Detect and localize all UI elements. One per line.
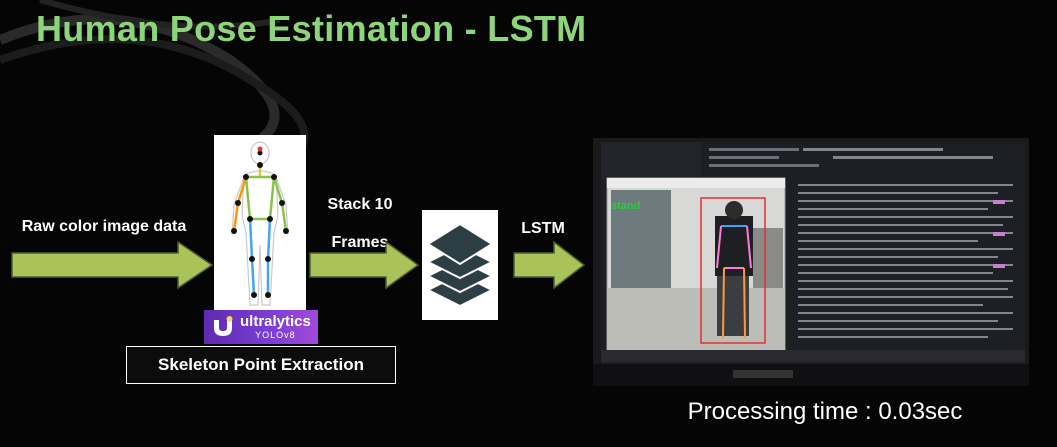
stack-label: Stack 10 Frames: [310, 186, 410, 262]
stack-label-line2: Frames: [331, 234, 389, 251]
result-photo: stand: [593, 138, 1029, 386]
stack-label-line1: Stack 10: [327, 196, 393, 213]
input-label: Raw color image data: [21, 218, 187, 235]
skeleton-figure-icon: [231, 141, 289, 306]
decorative-swirl: [0, 0, 309, 150]
laptop-screen-illustration: [593, 138, 1029, 386]
skeleton-extraction-label: Skeleton Point Extraction: [126, 346, 396, 384]
processing-time: Processing time : 0.03sec: [687, 398, 963, 425]
lstm-label: LSTM: [521, 220, 565, 237]
prediction-overlay-text: stand: [611, 200, 641, 212]
skeleton-image: [214, 135, 306, 310]
ultralytics-badge: ultralytics YOLOv8: [204, 310, 318, 344]
arrow-stack: [309, 240, 420, 290]
frame-stack-image: [422, 210, 498, 320]
layers-stack-icon: [425, 222, 495, 308]
ultralytics-model: YOLOv8: [255, 330, 296, 340]
arrow-lstm: [513, 240, 586, 290]
page-title: Human Pose Estimation - LSTM: [36, 8, 587, 49]
ultralytics-name: ultralytics: [240, 313, 311, 330]
arrow-input: [11, 240, 214, 290]
ultralytics-logo-icon: [214, 316, 233, 336]
